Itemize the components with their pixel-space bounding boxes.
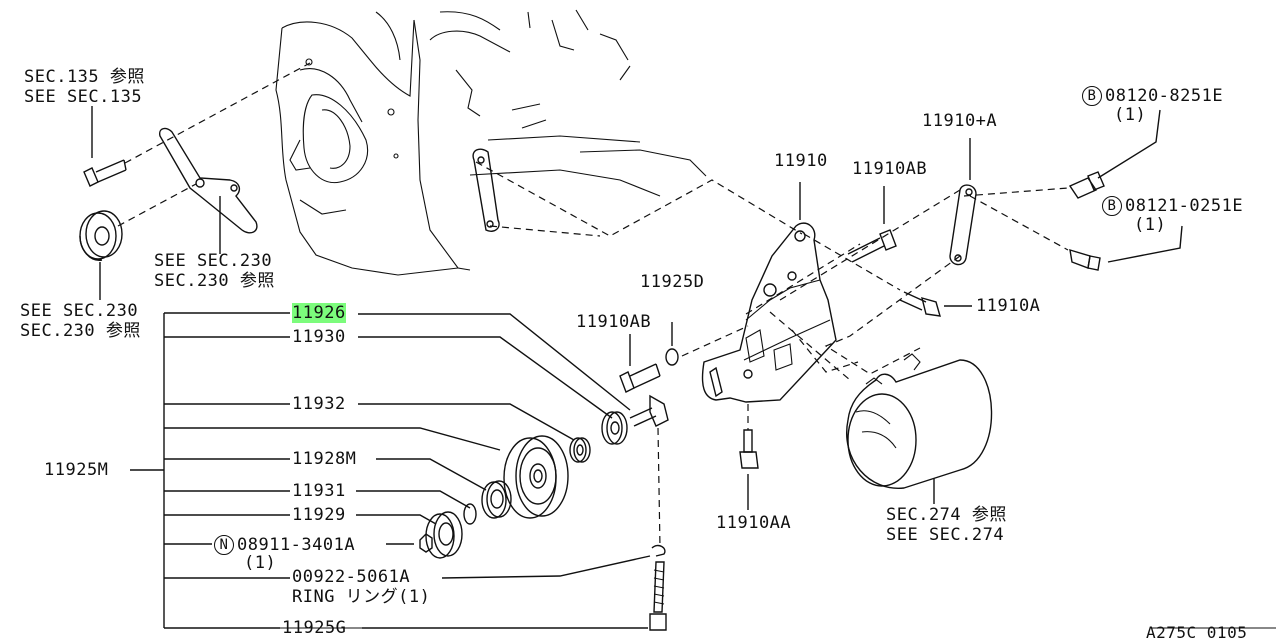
bolt-upper-right <box>847 186 897 263</box>
adjusting-link <box>949 138 977 266</box>
part-11910AA[interactable]: 11910AA <box>716 513 792 533</box>
engine-bracket-arm <box>472 148 500 232</box>
b-mark-icon-2: B <box>1102 196 1122 216</box>
washer-11925D <box>665 348 679 366</box>
part-11926[interactable]: 11926 <box>292 303 346 323</box>
label-ring: RING リング(1) <box>292 587 431 607</box>
part-11926-text: 11926 <box>292 303 346 323</box>
bolt-11910A <box>899 291 972 317</box>
qty-08121: (1) <box>1134 215 1167 235</box>
label-sec230-left-en: SEE SEC.230 <box>20 301 139 321</box>
part-11925M[interactable]: 11925M <box>44 460 109 480</box>
n-mark-icon: N <box>214 535 234 555</box>
label-sec230-top-jp: SEC.230 参照 <box>154 271 275 291</box>
bolt-center-left <box>619 363 661 393</box>
part-11910AB-a[interactable]: 11910AB <box>576 312 652 332</box>
part-11930[interactable]: 11930 <box>292 327 346 347</box>
label-sec274-jp: SEC.274 参照 <box>886 505 1007 525</box>
b-mark-icon-1: B <box>1082 86 1102 106</box>
part-11931[interactable]: 11931 <box>292 481 346 501</box>
part-11910[interactable]: 11910 <box>774 151 828 171</box>
label-sec135-jp: SEC.135 参照 <box>24 67 145 87</box>
pulley-stack <box>419 411 628 559</box>
part-11932[interactable]: 11932 <box>292 394 346 414</box>
part-11925D[interactable]: 11925D <box>640 272 705 292</box>
diagram-ref-code: A275C 0105 <box>1146 623 1248 642</box>
bolt-11910AA <box>739 429 759 510</box>
tree-leaders <box>356 313 651 629</box>
label-sec230-left-jp: SEC.230 参照 <box>20 321 141 341</box>
label-sec274-en: SEE SEC.274 <box>886 525 1005 545</box>
part-11910AB-b[interactable]: 11910AB <box>852 159 928 179</box>
dash-lines-right <box>475 161 1069 430</box>
idler-bracket <box>158 127 258 234</box>
label-sec135-en: SEE SEC.135 <box>24 87 143 107</box>
part-08120-text: 08120-8251E <box>1105 86 1224 106</box>
part-11910A[interactable]: 11910A <box>976 296 1041 316</box>
part-08121-text: 08121-0251E <box>1125 196 1244 216</box>
adjuster-bolt <box>629 394 669 631</box>
label-sec230-top-en: SEE SEC.230 <box>154 251 273 271</box>
alternator <box>846 353 993 504</box>
idler-pulley-left <box>79 210 123 261</box>
part-11925G[interactable]: 11925G <box>282 618 347 638</box>
bolt-left <box>83 159 127 187</box>
part-11929[interactable]: 11929 <box>292 505 346 525</box>
qty-08120: (1) <box>1114 105 1147 125</box>
main-bracket <box>701 222 837 403</box>
part-08911-text: 08911-3401A <box>237 535 356 555</box>
part-00922[interactable]: 00922-5061A <box>292 567 411 587</box>
engine-block <box>275 9 707 276</box>
part-11928M[interactable]: 11928M <box>292 449 357 469</box>
part-11910plusA[interactable]: 11910+A <box>922 111 998 131</box>
qty-08911: (1) <box>244 553 277 573</box>
dash-idler-to-bracket <box>117 183 197 227</box>
bolts-B <box>1068 109 1183 271</box>
